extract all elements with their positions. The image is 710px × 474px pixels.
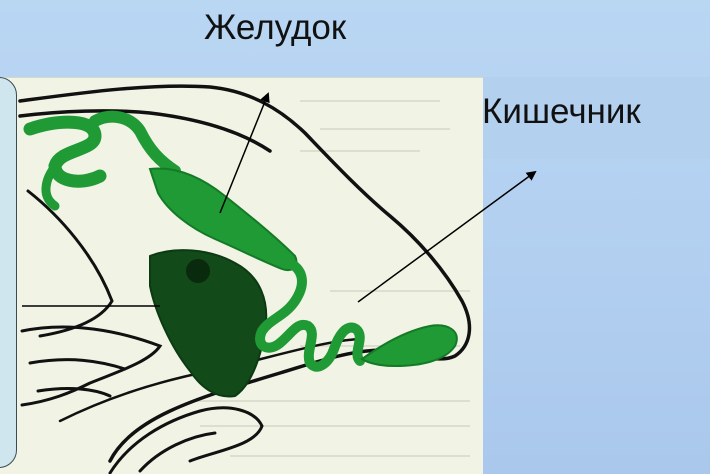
stomach-label: Желудок [204, 8, 346, 48]
intestine-arrow [358, 172, 535, 302]
stomach-arrow [220, 94, 268, 213]
intestine-label: Кишечник [482, 92, 641, 132]
